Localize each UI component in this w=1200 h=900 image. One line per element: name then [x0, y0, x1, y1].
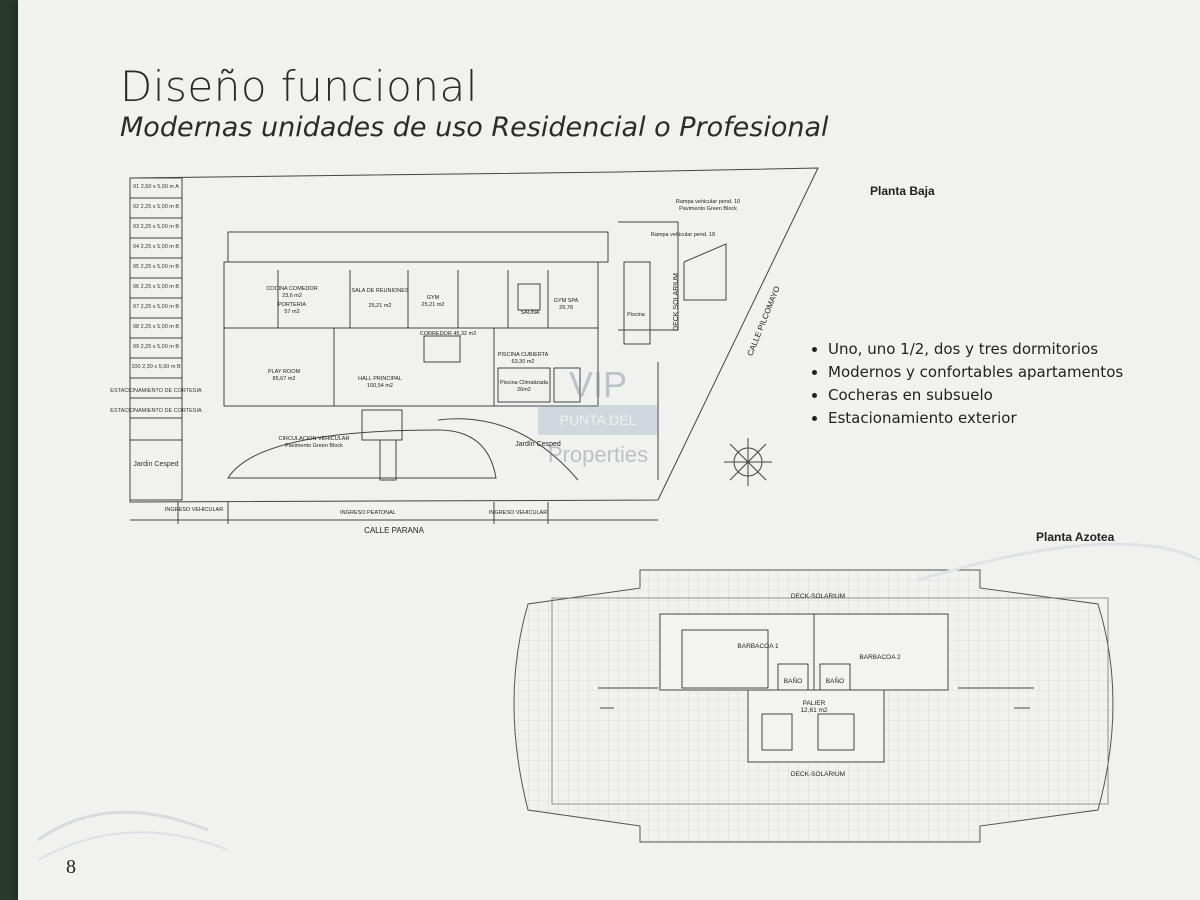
corredor: CORREDOR 45,32 m2 [420, 331, 477, 337]
deck-solarium-ground: DECK SOLARIUM [673, 273, 680, 331]
planta-baja-label: Planta Baja [870, 184, 935, 198]
gym-area: 25,21 m2 [422, 302, 445, 308]
play-room: PLAY ROOM [268, 369, 301, 375]
parking-96: 96 2,25 x 5,00 m B [133, 284, 180, 290]
porteria-area: 57 m2 [284, 309, 299, 315]
parking-91: 91 2,50 x 5,00 m A [133, 184, 179, 190]
parking-100: 100 2,30 x 5,00 m B [131, 364, 181, 370]
deck-bottom: DECK-SOLARIUM [791, 771, 845, 778]
barbacoa-2: BARBACOA 2 [859, 654, 901, 661]
gym: GYM [427, 295, 440, 301]
bano-2: BAÑO [826, 676, 844, 685]
cortesia-1: ESTACIONAMIENTO DE CORTESIA [110, 388, 202, 394]
circulacion-sub: Pavimento Green Block [285, 443, 343, 449]
palier: PALIER [803, 700, 826, 707]
feature-item: Modernos y confortables apartamentos [828, 361, 1123, 384]
palier-area: 12,61 m2 [800, 707, 827, 714]
page-title: Diseño funcional [120, 62, 478, 111]
piscina-cubierta: PISCINA CUBIERTA [498, 352, 549, 358]
feature-item: Estacionamiento exterior [828, 407, 1123, 430]
vip-watermark: VIP PUNTA DEL Properties [538, 365, 658, 500]
hall-area: 100,54 m2 [367, 383, 393, 389]
planta-azotea-label: Planta Azotea [1036, 530, 1115, 544]
sala-reuniones: SALA DE REUNIONES [351, 288, 408, 294]
porteria: PORTERIA [278, 302, 306, 308]
feature-item: Uno, uno 1/2, dos y tres dormitorios [828, 338, 1123, 361]
rampa-2: Rampa vehicular pend. 18 [651, 232, 715, 238]
brochure-page: Diseño funcional Modernas unidades de us… [18, 0, 1200, 900]
parking-99: 99 2,25 x 5,00 m B [133, 344, 180, 350]
circulacion: CIRCULACION VEHICULAR [279, 436, 350, 442]
features-list: Uno, uno 1/2, dos y tres dormitorios Mod… [808, 338, 1123, 430]
parking-92: 92 2,25 x 5,00 m B [133, 204, 180, 210]
rampa-1: Rampa vehicular pend. 10 [676, 199, 740, 205]
barbacoa-1: BARBACOA 1 [737, 643, 779, 650]
play-room-area: 85,67 m2 [273, 376, 296, 382]
piscina-cubierta-area: 63,30 m2 [512, 359, 535, 365]
sauna: SAUNA [521, 310, 540, 316]
bano-1: BAÑO [784, 676, 802, 685]
piscina-climatizada: Piscina Climatizada [500, 380, 549, 386]
piscina-climatizada-area: 26m2 [517, 387, 531, 393]
parking-98: 98 2,25 x 5,00 m B [133, 324, 180, 330]
deck-top: DECK-SOLARIUM [791, 593, 845, 600]
gym-spa: GYM SPA [554, 298, 579, 304]
page-subtitle: Modernas unidades de uso Residencial o P… [120, 112, 829, 143]
sala-area: 25,21 m2 [369, 303, 392, 309]
ingreso-vehicular-left: INGRESO VEHICULAR [165, 507, 223, 513]
cocina-comedor: COCINA COMEDOR [266, 286, 317, 292]
ingreso-peatonal: INGRESO PEATONAL [340, 510, 396, 516]
parking-97: 97 2,25 x 5,00 m B [133, 304, 180, 310]
gym-spa-area: 29,78 [559, 305, 573, 311]
page-number: 8 [66, 856, 76, 878]
hall-principal: HALL PRINCIPAL [358, 376, 402, 382]
piscina: Piscina [627, 312, 646, 318]
feature-item: Cocheras en subsuelo [828, 384, 1123, 407]
jardin-cesped-left: Jardin Cesped [133, 461, 178, 468]
planta-baja-plan: 91 2,50 x 5,00 m A 92 2,25 x 5,00 m B 93… [110, 167, 819, 535]
planta-azotea-plan: DECK-SOLARIUM DECK-SOLARIUM BARBACOA 1 B… [37, 542, 1200, 861]
parking-94: 94 2,25 x 5,00 m B [133, 244, 180, 250]
jardin-cesped-center: Jardín Cesped [515, 441, 561, 448]
cocina-area: 23,6 m2 [282, 293, 302, 299]
ingreso-vehicular-right: INGRESO VEHICULAR [489, 510, 547, 516]
pavimento-1: Pavimento Green Block [679, 206, 737, 212]
calle-parana: CALLE PARANA [364, 526, 425, 535]
cortesia-2: ESTACIONAMIENTO DE CORTESIA [110, 408, 202, 414]
parking-95: 95 2,25 x 5,00 m B [133, 264, 180, 270]
parking-93: 93 2,25 x 5,00 m B [133, 224, 180, 230]
